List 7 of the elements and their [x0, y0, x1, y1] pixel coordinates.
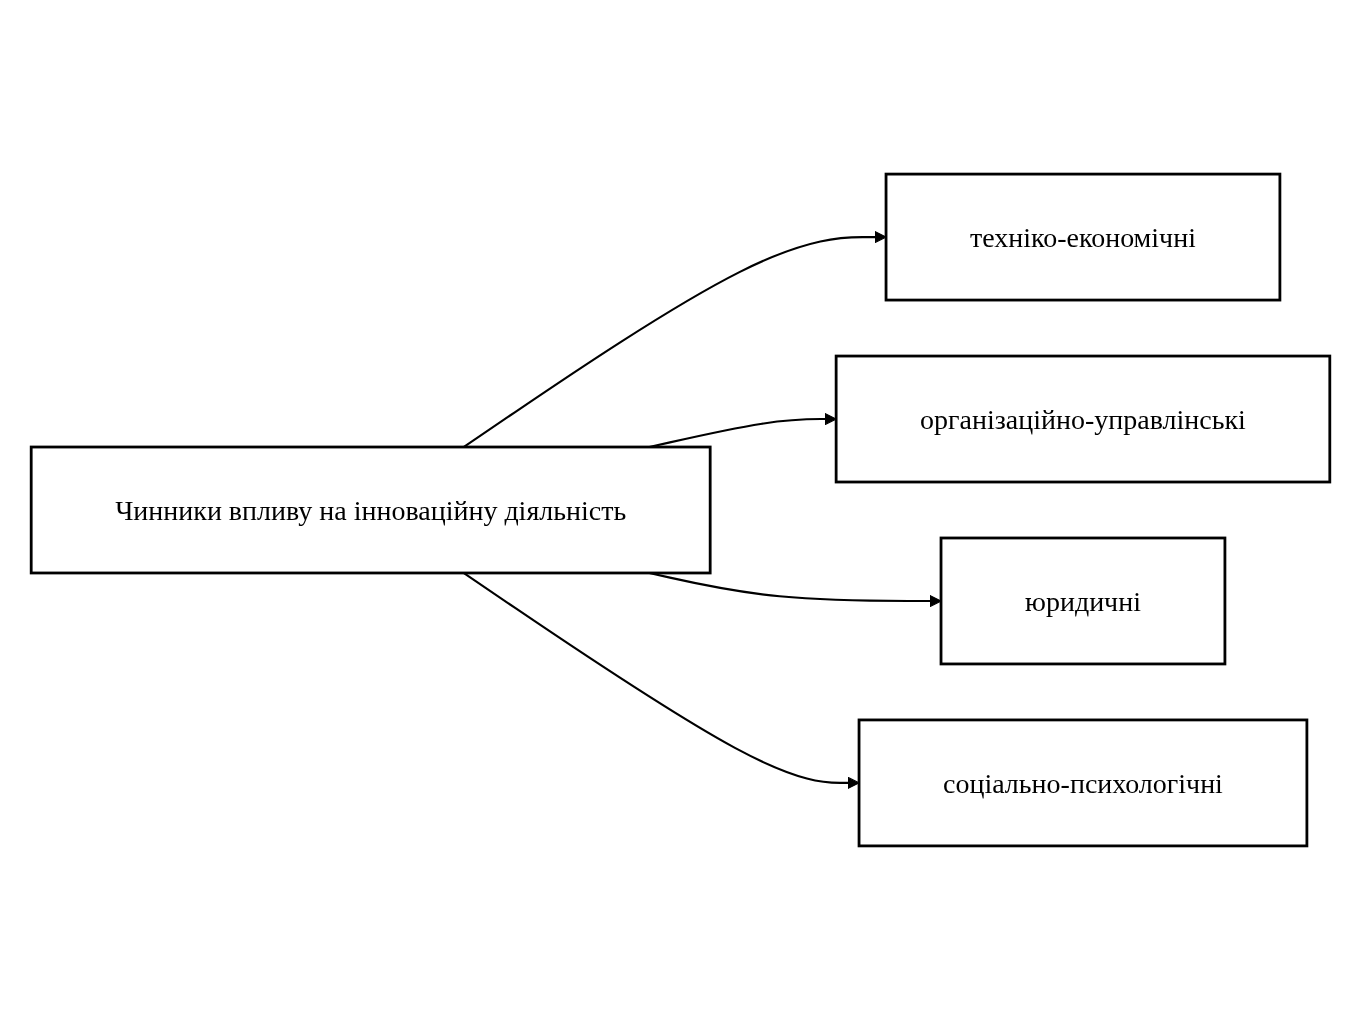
- node-box: організаційно-управлінські: [834, 354, 1332, 484]
- arrow: [462, 572, 860, 790]
- node-box: техніко-економічні: [884, 172, 1282, 302]
- node-box: Чинники впливу на інноваційну діяльність: [29, 445, 712, 575]
- arrow: [462, 230, 887, 448]
- node-box: юридичні: [939, 536, 1227, 666]
- node-box: соціально-психологічні: [857, 718, 1309, 848]
